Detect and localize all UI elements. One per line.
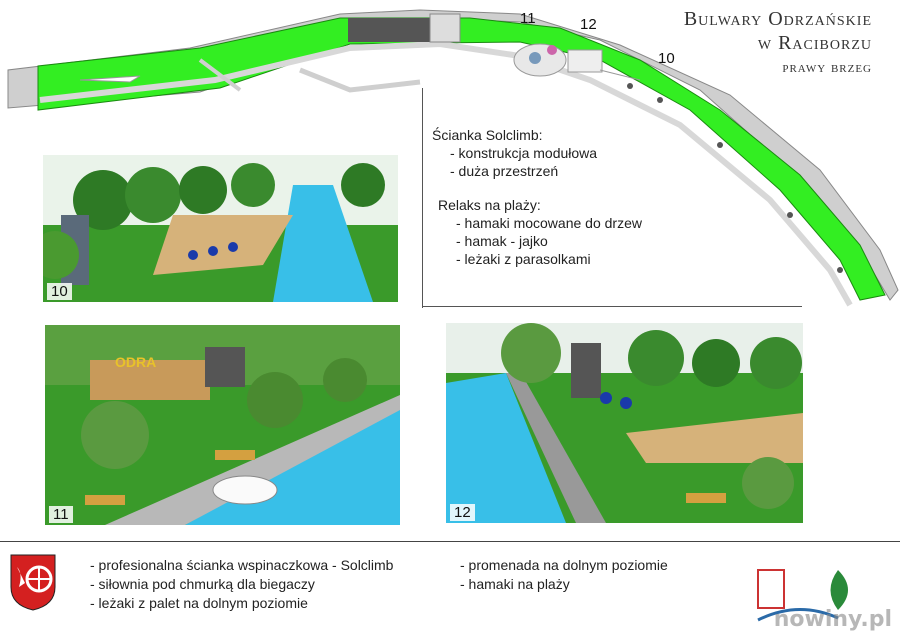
title-line-2: w Raciborzu	[757, 32, 872, 54]
feature-notes: Ścianka Solclimb: - konstrukcja modułowa…	[432, 126, 642, 268]
footer-divider	[0, 541, 900, 542]
title-line-3: prawy brzeg	[782, 60, 872, 76]
raciborz-logo-icon	[757, 569, 848, 622]
solclimb-item: - duża przestrzeń	[450, 163, 559, 179]
legend-item: - hamaki na plaży	[460, 576, 570, 592]
legend-left: - profesionalna ścianka wspinaczkowa - S…	[90, 556, 393, 613]
map-marker-11: 11	[520, 10, 536, 27]
legend-item: - profesionalna ścianka wspinaczkowa - S…	[90, 557, 394, 573]
render-10: 10	[43, 155, 398, 302]
render-label: 12	[450, 504, 475, 521]
city-crest-icon	[10, 554, 56, 611]
map-marker-10: 10	[658, 50, 675, 67]
building-block	[348, 18, 430, 42]
divider-vertical	[422, 88, 423, 308]
divider-horizontal	[422, 306, 802, 307]
relax-heading: Relaks na plaży:	[438, 197, 541, 213]
legend-item: - leżaki z palet na dolnym poziomie	[90, 595, 308, 611]
legend-item: - promenada na dolnym poziomie	[460, 557, 668, 573]
map-marker-12: 12	[580, 16, 597, 33]
odra-sign: ODRA	[115, 354, 156, 370]
lawn-area	[37, 17, 886, 301]
legend-right: - promenada na dolnym poziomie - hamaki …	[460, 556, 668, 594]
riverbank-plan	[7, 9, 899, 307]
relax-item: - hamaki mocowane do drzew	[456, 215, 642, 231]
render-label: 11	[49, 506, 73, 523]
solclimb-item: - konstrukcja modułowa	[450, 145, 598, 161]
title-line-1: Bulwary Odrzańskie	[683, 8, 872, 30]
render-label: 10	[47, 283, 72, 300]
relax-item: - hamak - jajko	[456, 233, 548, 249]
render-11: ODRA 11	[45, 325, 400, 525]
watermark: nowiny.pl	[773, 607, 892, 632]
legend-item: - siłownia pod chmurką dla biegaczy	[90, 576, 315, 592]
render-12: 12	[446, 323, 803, 523]
relax-item: - leżaki z parasolkami	[456, 251, 591, 267]
solclimb-heading: Ścianka Solclimb:	[432, 127, 543, 143]
